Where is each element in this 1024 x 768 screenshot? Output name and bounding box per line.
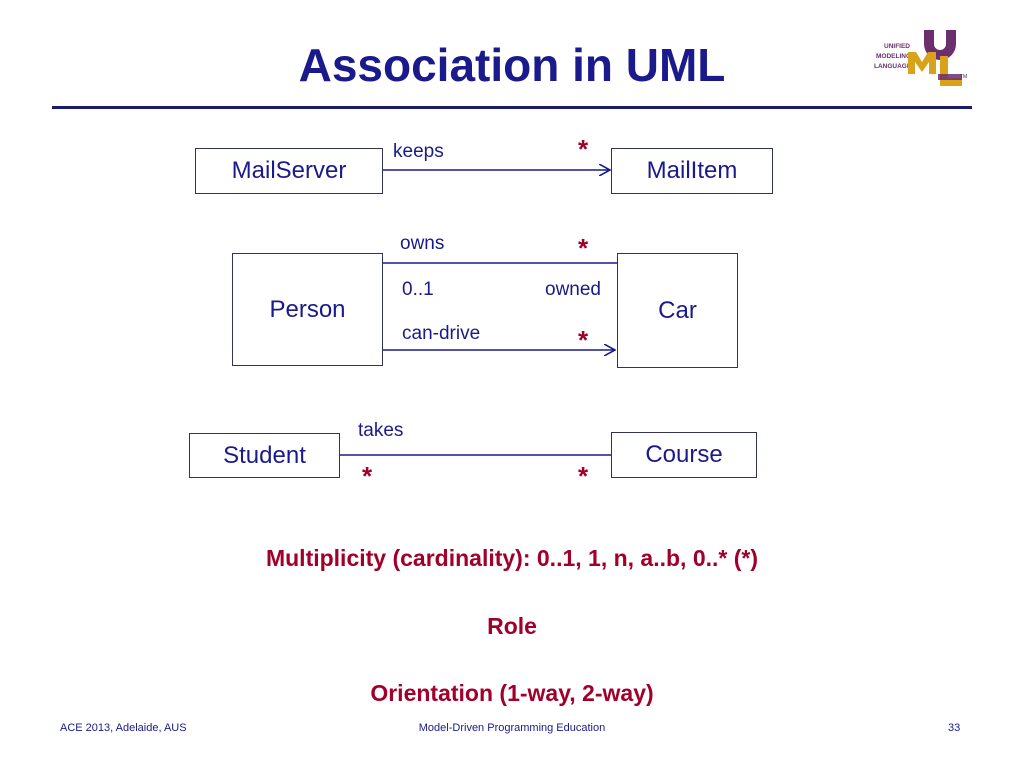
- class-box-mailitem: MailItem: [611, 148, 773, 194]
- label-owns: owns: [400, 233, 445, 254]
- multiplicity-owns: *: [578, 233, 589, 263]
- class-box-car: Car: [617, 253, 738, 368]
- multiplicity-owner: 0..1: [402, 279, 434, 300]
- logo-tm: TM: [960, 74, 967, 80]
- page-number: 33: [948, 722, 961, 734]
- footer-center: Model-Driven Programming Education: [418, 722, 606, 734]
- role-owned: owned: [545, 279, 601, 300]
- slide-title: Association in UML: [298, 39, 726, 91]
- multiplicity-takes-course: *: [578, 461, 589, 491]
- logo-m-shape: [908, 52, 936, 74]
- multiplicity-can-drive: *: [578, 325, 589, 355]
- logo-text-modeling: MODELING: [876, 53, 911, 60]
- label-can-drive: can-drive: [402, 323, 481, 344]
- logo-text-unified: UNIFIED: [884, 43, 910, 50]
- multiplicity-keeps: *: [578, 134, 589, 164]
- class-box-person: Person: [232, 253, 383, 366]
- class-box-mailserver: MailServer: [195, 148, 383, 194]
- note-multiplicity: Multiplicity (cardinality): 0..1, 1, n, …: [265, 545, 759, 571]
- label-keeps: keeps: [393, 141, 444, 162]
- label-takes: takes: [358, 420, 404, 441]
- footer-left: ACE 2013, Adelaide, AUS: [60, 722, 187, 734]
- title-divider: [52, 106, 972, 109]
- class-box-course: Course: [611, 432, 757, 478]
- class-box-student: Student: [189, 433, 340, 478]
- uml-logo-icon: UNIFIED MODELING LANGUAGE TM: [874, 30, 967, 86]
- logo-text-language: LANGUAGE: [874, 63, 912, 70]
- uml-logo: UNIFIED MODELING LANGUAGE TM: [862, 26, 972, 98]
- note-orientation: Orientation (1-way, 2-way): [370, 680, 654, 706]
- multiplicity-takes-student: *: [362, 461, 373, 491]
- note-role: Role: [487, 613, 537, 639]
